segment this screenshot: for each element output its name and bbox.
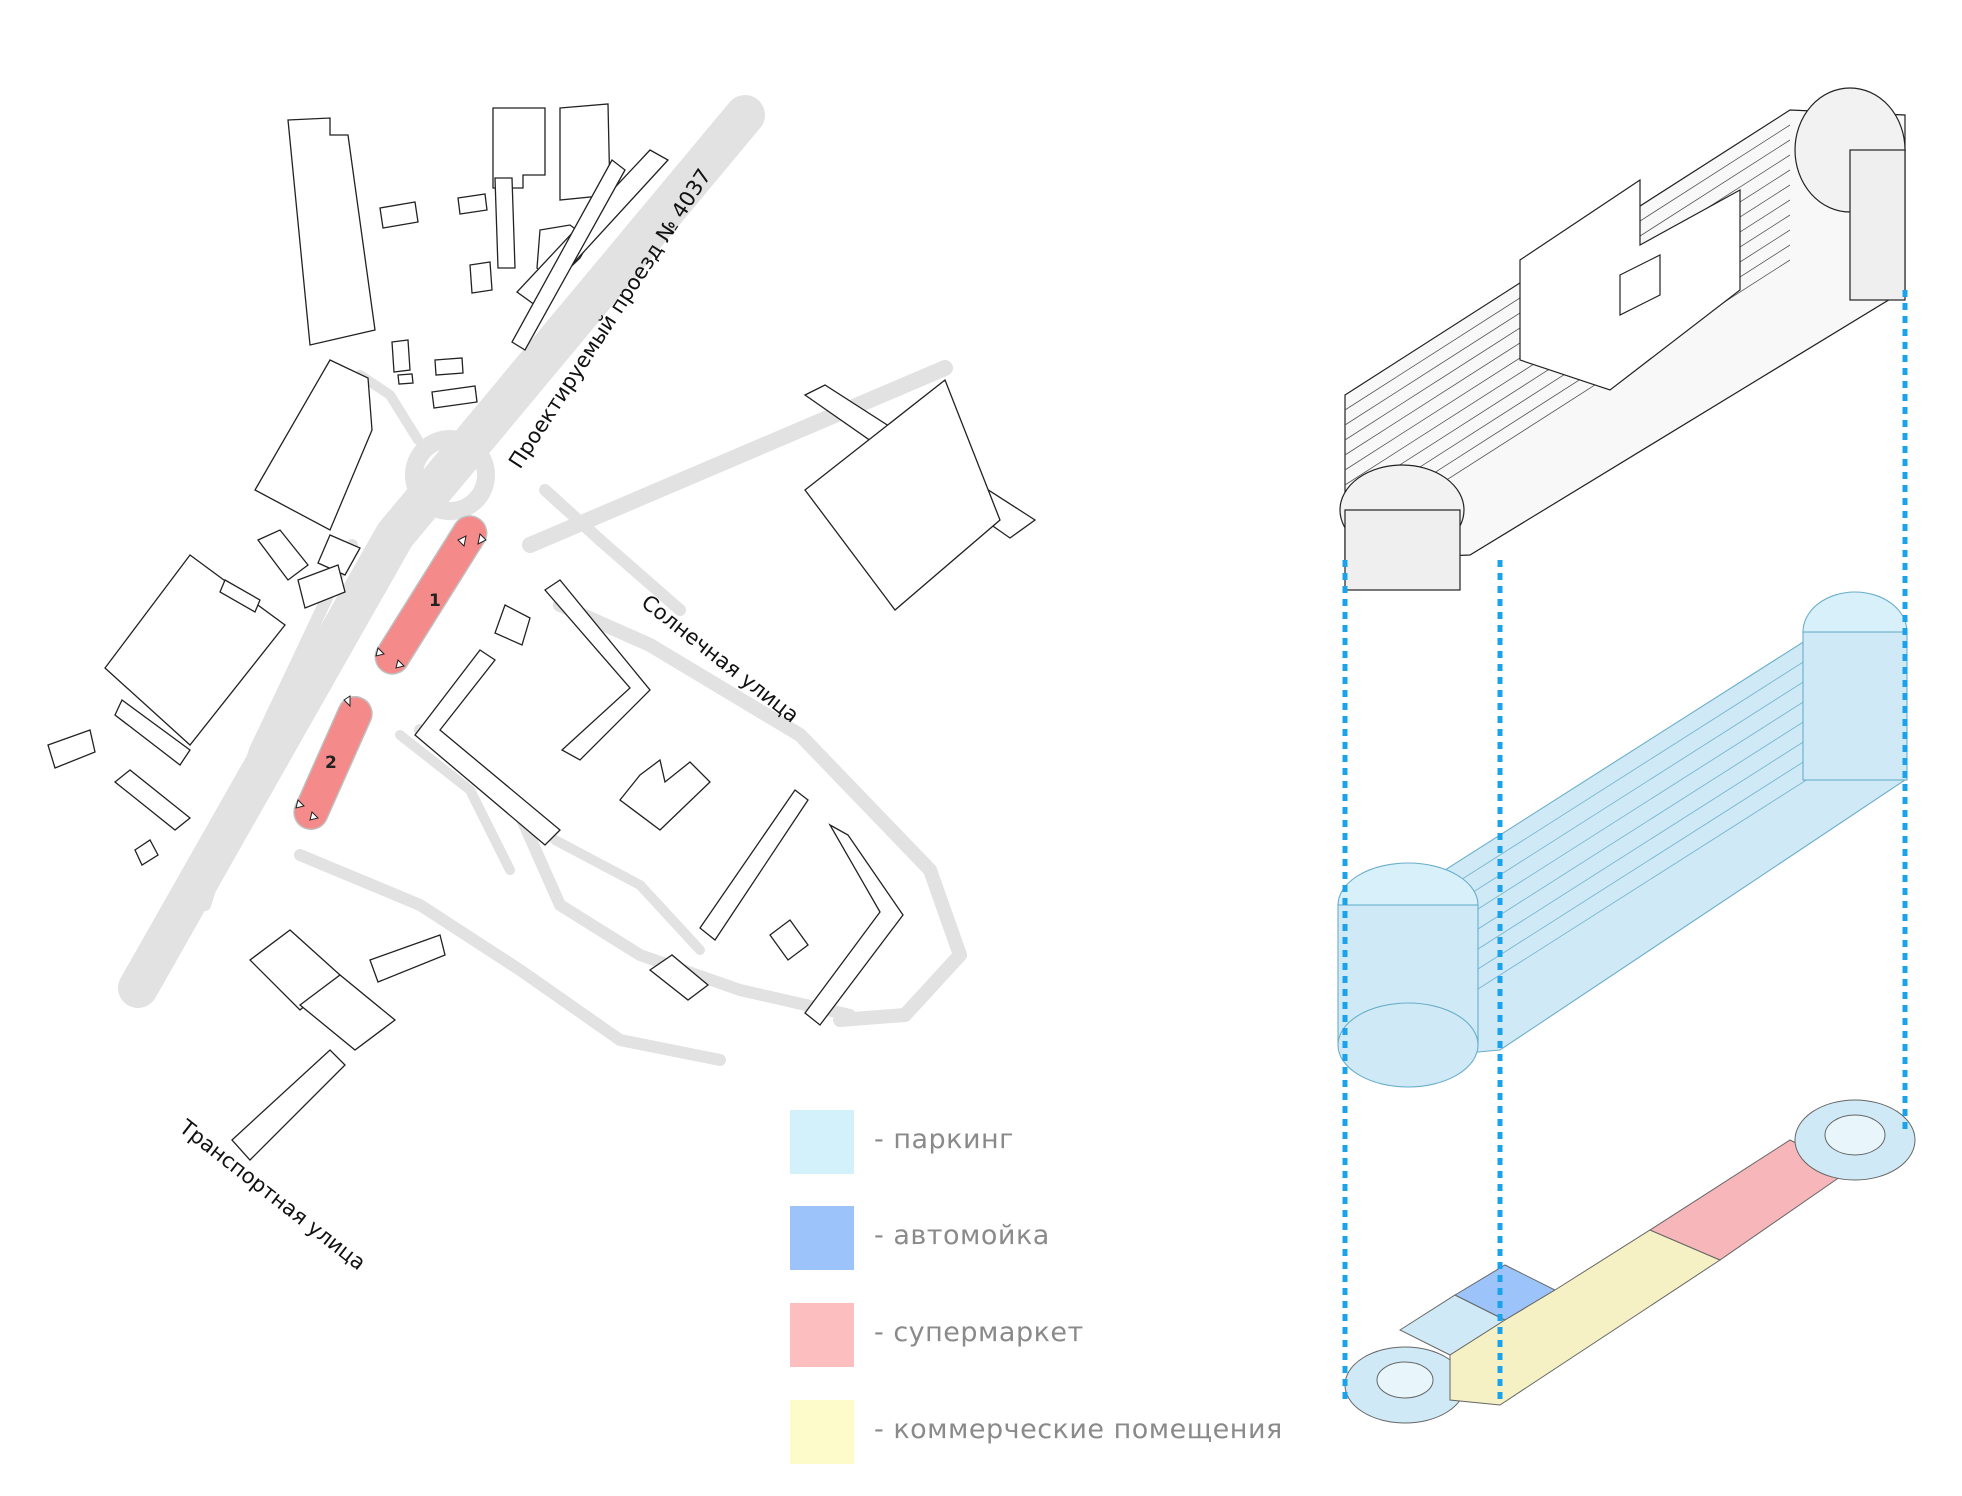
building [457, 193, 488, 215]
building [47, 729, 96, 769]
building [297, 564, 346, 609]
facade-base-left [1344, 509, 1461, 591]
road-north-branch [539, 484, 686, 616]
road-south [294, 849, 726, 1066]
facade-base-right [1849, 149, 1906, 301]
building [804, 378, 1001, 611]
ground-zone-commercial [1449, 1229, 1722, 1406]
legend-swatch-supermarket [790, 1303, 854, 1367]
main-road-left-lane [199, 539, 358, 911]
road-east-1 [522, 360, 953, 553]
road-east-2 [553, 598, 967, 1027]
marker-triangle [295, 799, 305, 809]
ground-ramp-right-inner [1824, 1114, 1886, 1156]
building [494, 177, 516, 269]
building [434, 357, 464, 376]
axonometric-diagram [1337, 87, 1916, 1424]
building [769, 919, 809, 961]
building [648, 954, 710, 1001]
building [391, 339, 411, 373]
building [134, 839, 159, 866]
legend-label-carwash: - автомойка [874, 1220, 1050, 1251]
building [511, 159, 626, 351]
building [254, 359, 373, 531]
building [699, 789, 809, 941]
roundabout [405, 430, 495, 520]
building [804, 823, 904, 1026]
building [414, 649, 561, 846]
zone-1 [374, 515, 488, 675]
legend-item-supermarket: - супермаркет [790, 1303, 1350, 1367]
building [469, 261, 493, 294]
marker-triangle [309, 811, 319, 821]
zone-2 [293, 695, 373, 831]
legend-label-parking: - паркинг [874, 1124, 1014, 1155]
legend-label-commercial: - коммерческие помещения [874, 1414, 1283, 1445]
building [431, 385, 478, 409]
ground-ramp-left-inner [1376, 1361, 1434, 1399]
legend-swatch-parking [790, 1110, 854, 1174]
zone-2-number: 2 [325, 753, 337, 773]
building [379, 201, 419, 229]
legend-swatch-commercial [790, 1400, 854, 1464]
legend-swatch-carwash [790, 1206, 854, 1270]
building [298, 974, 397, 1051]
marker-triangle [375, 647, 385, 657]
building-footprints [47, 103, 1037, 1161]
building [256, 529, 309, 581]
building [287, 117, 376, 346]
building [619, 758, 711, 831]
building [231, 1049, 346, 1161]
building [492, 107, 546, 189]
building [219, 579, 261, 613]
ground-floor-layer [1344, 1099, 1916, 1424]
zone-markers [295, 532, 487, 821]
guide-lines [1342, 290, 1908, 1405]
legend-label-supermarket: - супермаркет [874, 1317, 1084, 1348]
project-zones [293, 515, 488, 831]
building [317, 534, 361, 576]
marker-triangle [477, 532, 487, 545]
parking-ramp-left-bottom [1337, 1002, 1479, 1088]
parking-layer [1337, 591, 1908, 1088]
road-inner [395, 730, 515, 875]
road-south-spur [550, 835, 705, 955]
road-northwest [355, 370, 423, 445]
legend-item-carwash: - автомойка [790, 1206, 1350, 1270]
building [113, 769, 192, 831]
building [494, 604, 531, 646]
building [114, 699, 191, 766]
building [544, 579, 651, 761]
legend-item-commercial: - коммерческие помещения [790, 1400, 1350, 1464]
marker-triangle [343, 695, 351, 708]
legend-item-parking: - паркинг [790, 1110, 1350, 1174]
facade-layer [1339, 87, 1906, 591]
site-plan: 1 2 Проектируемый проезд № 4037 Солнечна… [47, 95, 1037, 1275]
marker-triangle [395, 659, 405, 669]
building [369, 934, 446, 983]
zone-1-number: 1 [429, 591, 441, 611]
building [397, 373, 414, 385]
marker-triangle [457, 535, 467, 548]
parking-ramp-right-body [1802, 631, 1908, 781]
facade-opening [1619, 254, 1661, 316]
